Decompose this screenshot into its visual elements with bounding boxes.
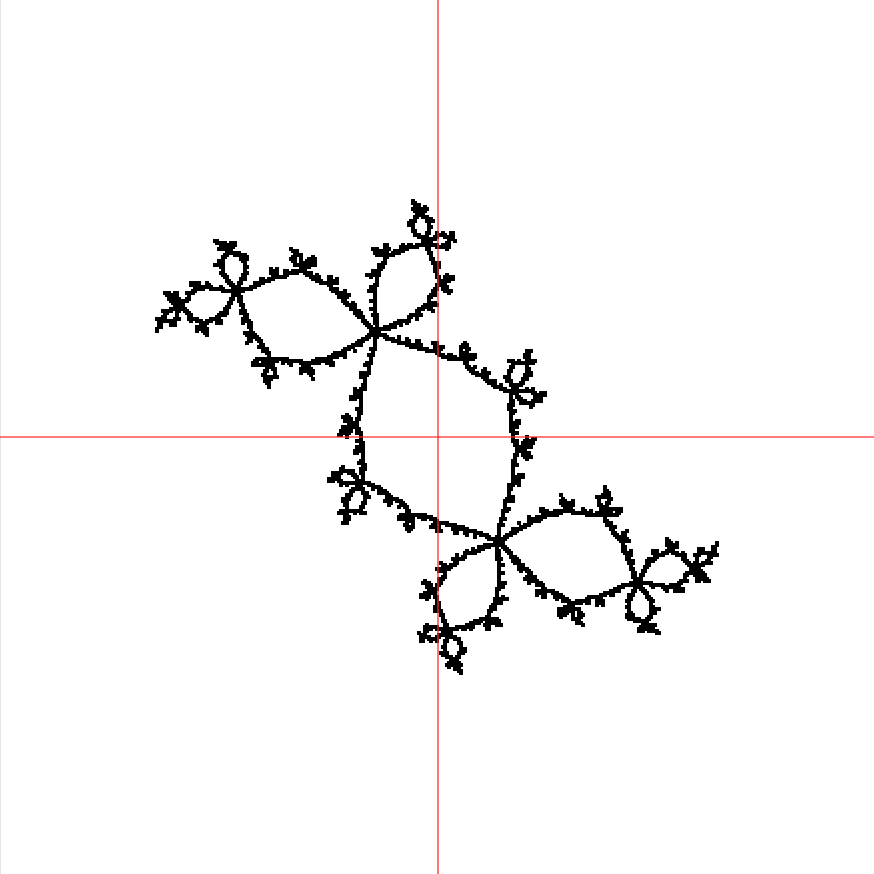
julia-boundary (155, 199, 719, 675)
julia-boundary-path (155, 199, 719, 675)
